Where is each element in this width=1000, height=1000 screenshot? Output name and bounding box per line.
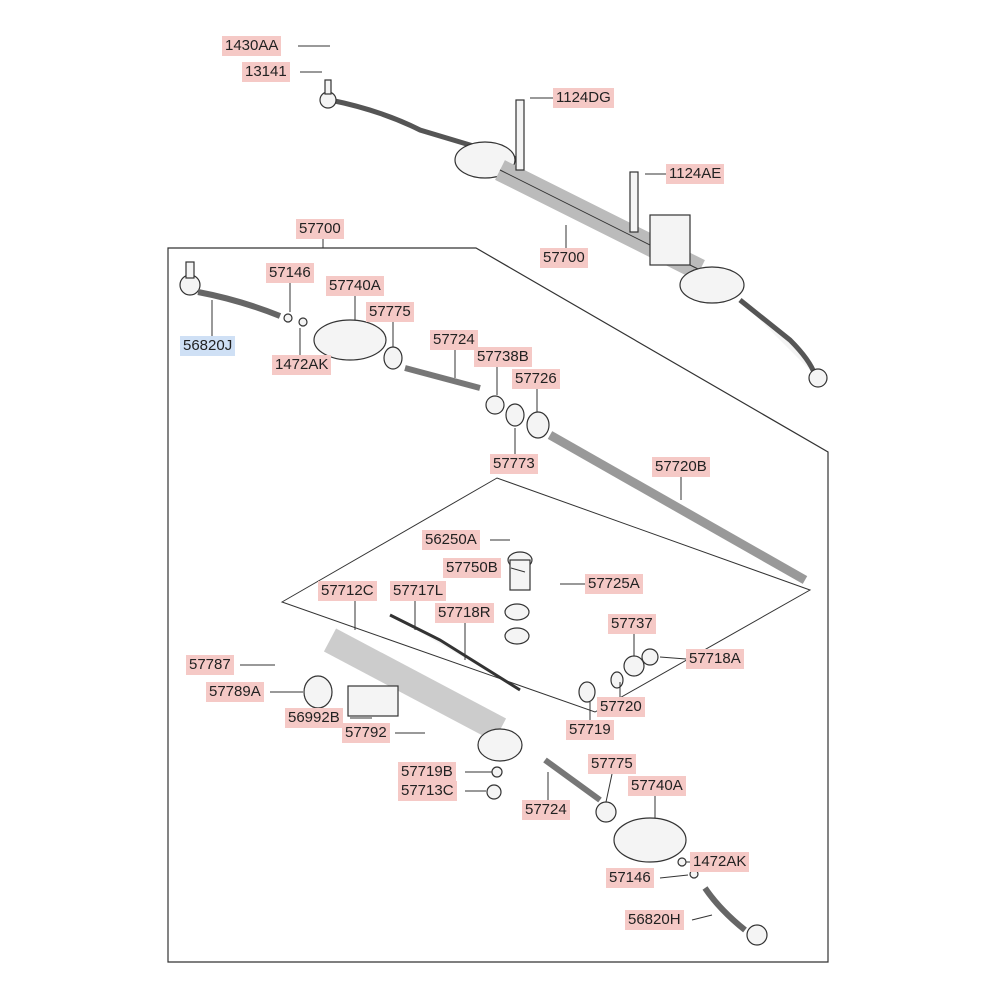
part-label[interactable]: 57726	[512, 369, 560, 389]
part-label[interactable]: 56820H	[625, 910, 684, 930]
part-label[interactable]: 57712C	[318, 581, 377, 601]
rack-housing-drawing	[303, 551, 768, 946]
part-label[interactable]: 13141	[242, 62, 290, 82]
part-label[interactable]: 57724	[430, 330, 478, 350]
leader-lines	[211, 45, 713, 921]
part-label[interactable]: 57700	[296, 219, 344, 239]
part-label[interactable]: 57720B	[652, 457, 710, 477]
part-label[interactable]: 57720	[597, 697, 645, 717]
part-label[interactable]: 57146	[266, 263, 314, 283]
part-label[interactable]: 57740A	[628, 776, 686, 796]
part-label[interactable]: 57146	[606, 868, 654, 888]
tie-rod-left-drawing	[179, 261, 808, 584]
part-label[interactable]: 1430AA	[222, 36, 282, 56]
part-label[interactable]: 1124DG	[553, 88, 614, 108]
part-label[interactable]: 57724	[522, 800, 570, 820]
part-label[interactable]: 57750B	[443, 558, 501, 578]
part-label[interactable]: 57713C	[398, 781, 457, 801]
assembly-frame	[167, 247, 829, 963]
part-label[interactable]: 57718A	[686, 649, 744, 669]
part-label[interactable]: 57719B	[398, 762, 456, 782]
part-label[interactable]: 57717L	[390, 581, 447, 601]
part-label[interactable]: 57775	[366, 302, 414, 322]
part-label[interactable]: 1472AK	[272, 355, 332, 375]
part-label[interactable]: 57740A	[326, 276, 384, 296]
part-label[interactable]: 57700	[540, 248, 588, 268]
part-label[interactable]: 57718R	[435, 603, 494, 623]
part-label[interactable]: 57725A	[585, 574, 643, 594]
part-label[interactable]: 57792	[342, 723, 390, 743]
part-label[interactable]: 57737	[608, 614, 656, 634]
part-label[interactable]: 1124AE	[666, 164, 725, 184]
complete-assembly-drawing	[319, 79, 828, 388]
part-label[interactable]: 57773	[490, 454, 538, 474]
part-label[interactable]: 57738B	[474, 347, 532, 367]
part-label[interactable]: 57719	[566, 720, 614, 740]
housing-subframe	[280, 477, 812, 713]
part-label[interactable]: 56250A	[422, 530, 480, 550]
part-label[interactable]: 56992B	[285, 708, 343, 728]
part-label[interactable]: 1472AK	[690, 852, 750, 872]
part-label[interactable]: 57787	[186, 655, 234, 675]
part-label-highlighted[interactable]: 56820J	[180, 336, 236, 356]
part-label[interactable]: 57789A	[206, 682, 264, 702]
part-label[interactable]: 57775	[588, 754, 636, 774]
